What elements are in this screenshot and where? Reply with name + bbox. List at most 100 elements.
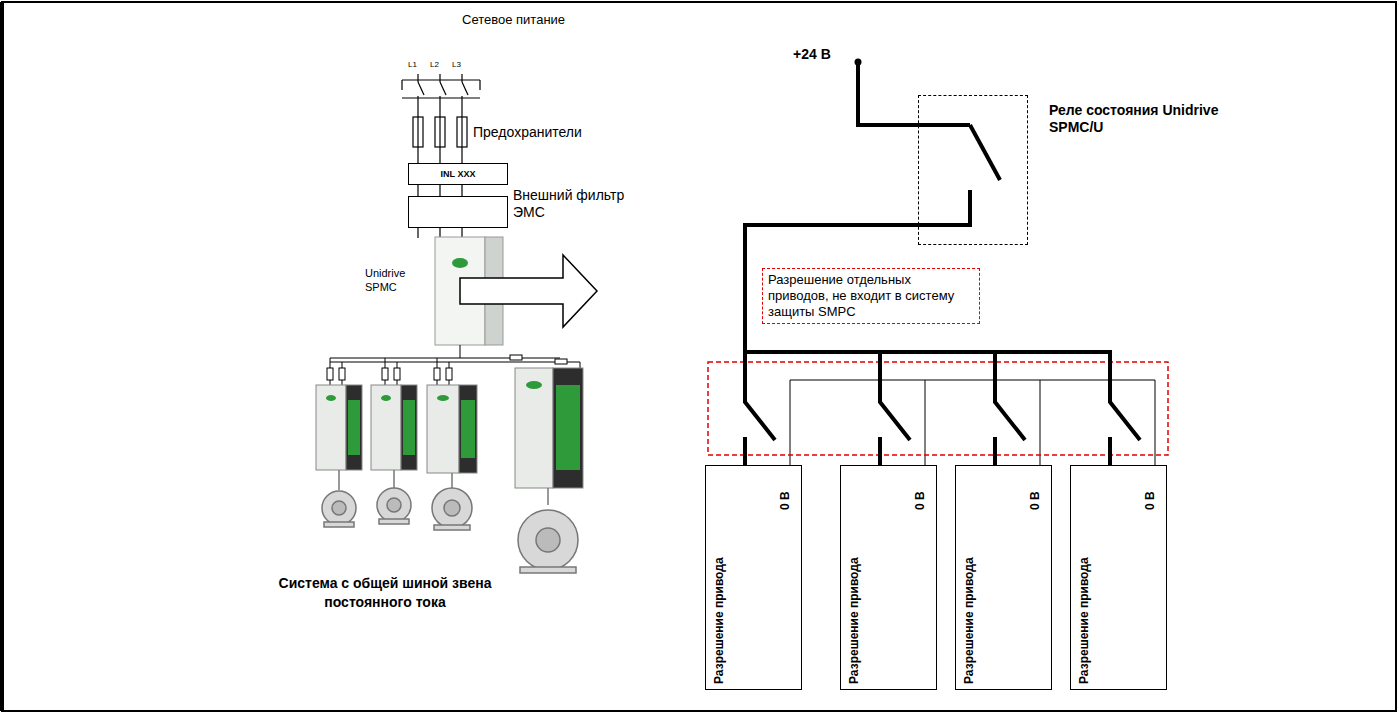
line-shape — [330, 358, 560, 359]
node-text: Внешний фильтр ЭМС — [513, 187, 643, 221]
rect-shape — [394, 368, 400, 380]
rect-shape — [556, 385, 580, 470]
rect-shape — [316, 385, 346, 470]
line-shape — [1040, 380, 1041, 465]
circle-shape — [444, 500, 460, 516]
wire-connector — [745, 225, 918, 465]
node-text: INL XXX — [441, 169, 476, 179]
ellipse-shape — [452, 258, 468, 268]
node-text: Разрешение привода — [712, 557, 727, 684]
line-shape — [461, 117, 462, 147]
line-shape — [0, 2, 4, 711]
g-shape — [790, 380, 1155, 465]
line-shape — [439, 117, 440, 147]
line-shape — [1155, 380, 1156, 465]
rect-shape — [324, 522, 354, 527]
rect-shape — [348, 400, 360, 455]
node-text: 0 В — [1143, 491, 1158, 510]
filter-box: Внешний фильтр ЭМС — [408, 196, 508, 228]
g-shape — [858, 62, 1000, 225]
choke-box: INL XXX — [408, 163, 508, 185]
rect-shape — [339, 368, 345, 380]
note-box: Разрешение отдельных приводов, не входит… — [762, 268, 980, 324]
wire-connector — [745, 225, 1025, 465]
rect-shape — [520, 567, 576, 573]
line-shape — [479, 80, 480, 90]
label-text: L3 — [452, 60, 461, 69]
line-shape — [418, 82, 424, 95]
node-text: Разрешение отдельных приводов, не входит… — [768, 272, 974, 320]
wire-connector — [745, 225, 918, 465]
circle-shape — [377, 488, 411, 522]
rect-shape — [459, 385, 477, 473]
circle-shape — [332, 501, 346, 515]
line-shape — [970, 125, 1000, 180]
line-shape — [461, 74, 462, 82]
rect-shape — [555, 359, 567, 364]
line-shape — [547, 488, 549, 505]
line-shape — [417, 96, 418, 163]
line-shape — [925, 380, 926, 465]
g-shape — [316, 368, 583, 488]
drive-box: Разрешение привода 0 В — [1070, 465, 1167, 690]
rect-shape — [435, 117, 445, 147]
rect-shape — [510, 355, 522, 360]
rect-shape — [708, 362, 1168, 455]
line-shape — [401, 80, 402, 90]
node-text: Разрешение привода — [847, 557, 862, 684]
circle-shape — [387, 498, 401, 512]
label-text: Сетевое питание — [462, 12, 565, 27]
rect-shape — [457, 117, 467, 147]
line-shape — [393, 470, 395, 488]
polyline-shape — [858, 62, 970, 125]
line-shape — [417, 117, 418, 147]
g-shape — [322, 470, 578, 573]
ellipse-shape — [381, 395, 391, 401]
line-shape — [417, 74, 418, 82]
line-shape — [439, 74, 440, 82]
rect-shape — [461, 400, 475, 458]
line-shape — [402, 79, 480, 80]
rect-shape — [427, 385, 459, 473]
rect-shape — [434, 525, 470, 530]
circle-shape — [432, 488, 472, 528]
line-shape — [460, 345, 461, 358]
rect-shape — [553, 368, 583, 488]
line-shape — [417, 228, 418, 238]
drive-box: Разрешение привода0 В — [955, 465, 1052, 690]
rect-shape — [434, 368, 440, 380]
rect-shape — [371, 385, 401, 470]
node-text: Реле состояния Unidrive SPMC/U — [1049, 102, 1219, 136]
line-shape — [461, 96, 462, 163]
label-text: Unidrive SPMC — [365, 266, 427, 294]
ellipse-shape — [326, 395, 336, 401]
rect-shape — [379, 519, 409, 524]
line-shape — [790, 380, 1155, 381]
drive-box: Разрешение привода 0 В — [705, 465, 802, 690]
node-text: 0 В — [1028, 491, 1043, 510]
rect-shape — [327, 368, 333, 380]
wire-connector — [745, 225, 1140, 465]
line-shape — [790, 380, 791, 465]
rect-shape — [413, 117, 423, 147]
label-text: L1 — [408, 60, 417, 69]
polyline-shape — [918, 190, 970, 225]
node-text: 0 В — [778, 491, 793, 510]
rect-shape — [403, 400, 415, 455]
line-shape — [439, 96, 440, 163]
circle-shape — [518, 510, 578, 570]
line-shape — [338, 470, 340, 490]
rect-shape — [446, 368, 452, 380]
polygon-shape — [460, 255, 597, 327]
label-text: L2 — [430, 60, 439, 69]
node-text: Разрешение привода — [1077, 557, 1092, 684]
rect-shape — [346, 385, 362, 470]
rect-shape — [382, 368, 388, 380]
line-shape — [440, 82, 446, 95]
label-text: +24 В — [793, 46, 831, 62]
node-text: 0 В — [913, 491, 928, 510]
rect-shape — [401, 385, 417, 470]
label-text: Предохранители — [473, 124, 582, 140]
